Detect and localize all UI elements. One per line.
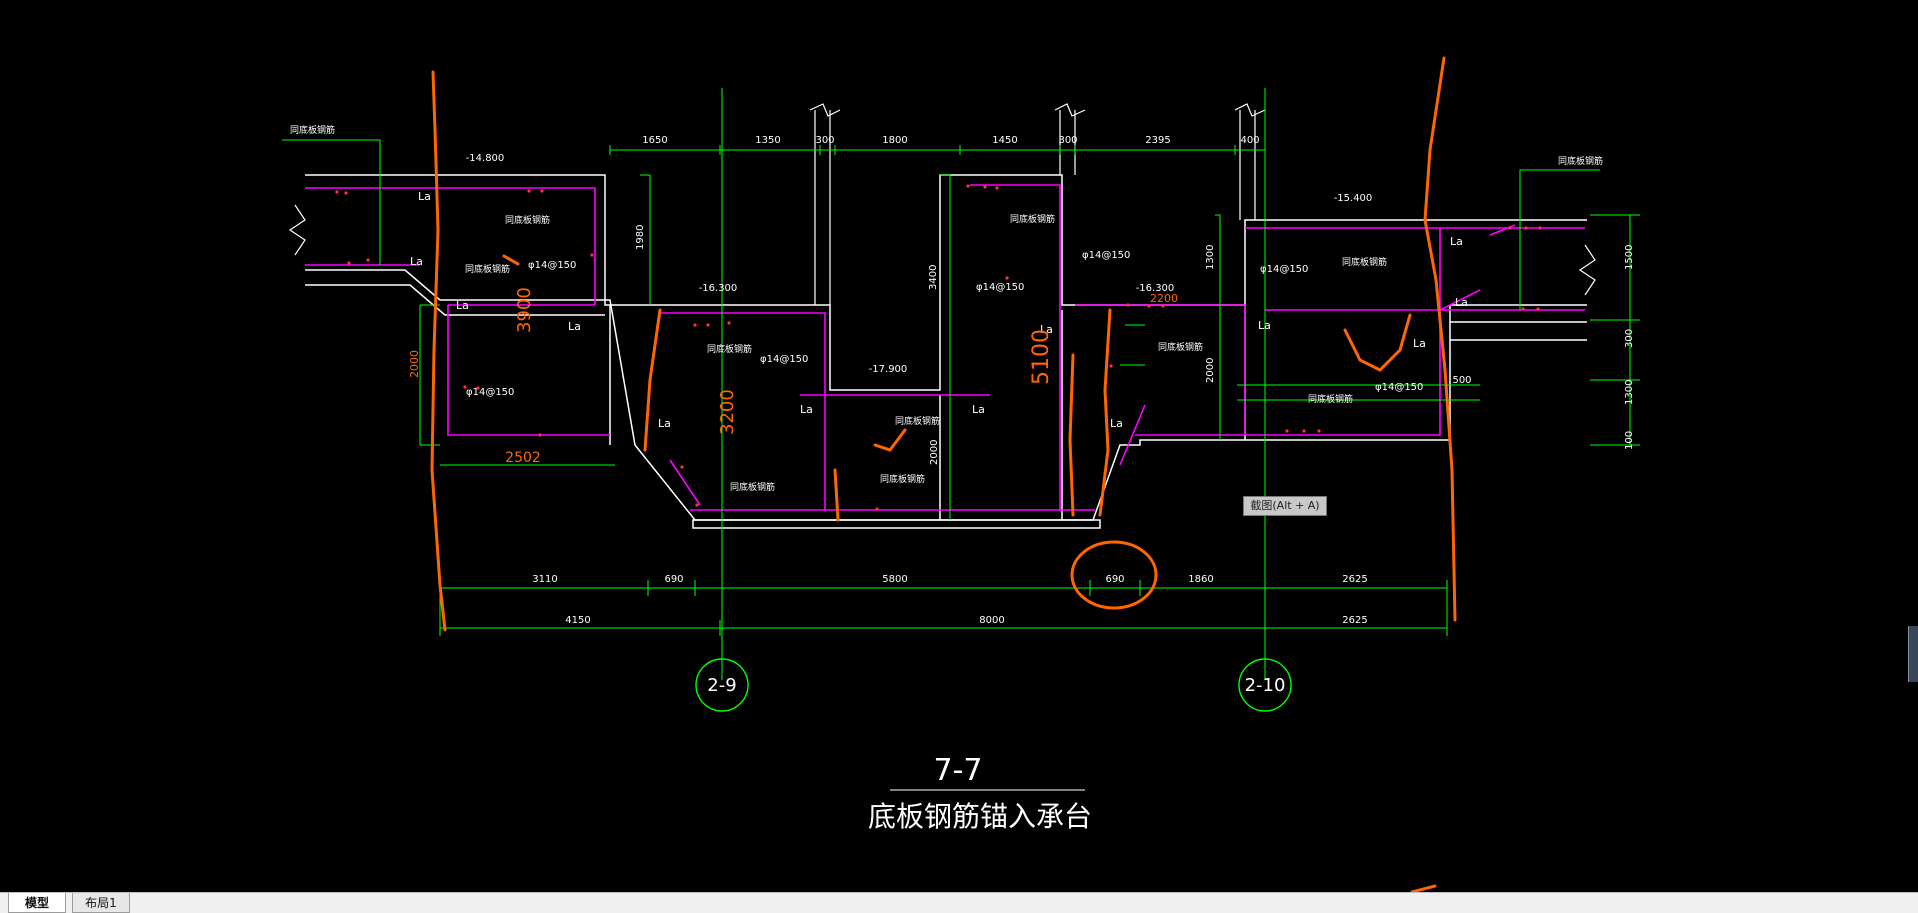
elevation-3: -17.900	[869, 364, 908, 375]
dim-top-1650: 1650	[642, 135, 667, 146]
section-title: 7-7	[934, 753, 983, 788]
rebar-note-8: 同底板钢筋	[1010, 213, 1055, 225]
grid-bubbles	[695, 658, 1292, 712]
height-1980: 1980	[635, 225, 646, 250]
section-subtitle: 底板钢筋锚入承台	[868, 800, 1092, 833]
rebar-spacing-5: φ14@150	[1082, 250, 1130, 261]
dim-bottom-3110: 3110	[532, 574, 557, 585]
dimension-lines	[282, 88, 1640, 680]
label-la-13: La	[1455, 296, 1468, 309]
dim-top-1450: 1450	[992, 135, 1017, 146]
rebar-spacing-6: φ14@150	[1260, 264, 1308, 275]
depth-3900: 3900	[514, 287, 535, 333]
dim-bottom-8000: 8000	[979, 615, 1004, 626]
dim-bottom-4150: 4150	[565, 615, 590, 626]
rebar-note-4: 同底板钢筋	[707, 343, 752, 355]
tab-model[interactable]: 模型	[8, 893, 66, 913]
label-la-10: La	[1258, 319, 1271, 332]
small-2200: 2200	[1150, 292, 1178, 305]
drawing-title: 7-7 底板钢筋锚入承台	[868, 753, 1092, 833]
grid-axis-2-9: 2-9	[707, 675, 736, 696]
rebar-spacing-3: φ14@150	[760, 354, 808, 365]
rebar-spacing-2: φ14@150	[466, 387, 514, 398]
right-1500: 1500	[1624, 245, 1635, 270]
label-la-1: La	[418, 190, 431, 203]
dim-bottom-2625-a: 2625	[1342, 574, 1367, 585]
layout-tab-bar: 模型 布局1	[0, 892, 1918, 913]
label-la-6: La	[800, 403, 813, 416]
rebar-note-1: 同底板钢筋	[290, 124, 335, 136]
dim-bottom-690-left: 690	[664, 574, 683, 585]
depth-5100: 5100	[1029, 329, 1054, 385]
label-la-2: La	[410, 255, 423, 268]
rebar-note-11: 同底板钢筋	[1308, 393, 1353, 405]
height-3400: 3400	[928, 265, 939, 290]
dim-bottom-1860: 1860	[1188, 574, 1213, 585]
elevation-4: -16.300	[1136, 283, 1175, 294]
height-2000-right: 2000	[1205, 358, 1216, 383]
label-la-5: La	[658, 417, 671, 430]
label-la-7: La	[972, 403, 985, 416]
cad-drawing-canvas[interactable]: 1650 1350 300 1800 1450 300 2395 400 311…	[0, 0, 1918, 892]
dim-bottom-690-right: 690	[1105, 574, 1124, 585]
rebar-note-9: 同底板钢筋	[1158, 341, 1203, 353]
markup-strokes	[430, 56, 1457, 892]
elevation-1: -14.800	[466, 153, 505, 164]
width-500: 500	[1452, 375, 1471, 386]
screenshot-tooltip: 截图(Alt + A)	[1243, 496, 1327, 516]
rebar-spacing-7: φ14@150	[1375, 382, 1423, 393]
rebar-note-12: 同底板钢筋	[1558, 155, 1603, 167]
height-2000-left: 2000	[408, 350, 421, 378]
side-panel-indicator[interactable]	[1908, 626, 1918, 682]
dim-bottom-5800: 5800	[882, 574, 907, 585]
rebar-note-2: 同底板钢筋	[505, 214, 550, 226]
label-la-9: La	[1110, 417, 1123, 430]
reference-points	[335, 184, 1542, 511]
elevation-2: -16.300	[699, 283, 738, 294]
right-100: 100	[1624, 431, 1635, 450]
grid-axis-2-10: 2-10	[1245, 675, 1286, 696]
dim-top-1800: 1800	[882, 135, 907, 146]
axis-bubble-labels: 2-9 2-10	[707, 675, 1285, 696]
label-la-12: La	[1450, 235, 1463, 248]
label-la-11: La	[1413, 337, 1426, 350]
elevation-5: -15.400	[1334, 193, 1373, 204]
right-300: 300	[1624, 329, 1635, 348]
rebar-note-7: 同底板钢筋	[895, 415, 940, 427]
height-2000-mid: 2000	[929, 440, 940, 465]
rebar-note-6: 同底板钢筋	[880, 473, 925, 485]
height-1300: 1300	[1205, 245, 1216, 270]
label-la-3: La	[456, 299, 469, 312]
label-la-4: La	[568, 320, 581, 333]
rebar-note-10: 同底板钢筋	[1342, 256, 1387, 268]
dim-top-1350: 1350	[755, 135, 780, 146]
rebar-lines	[305, 184, 1585, 511]
dim-bottom-2625-b: 2625	[1342, 615, 1367, 626]
tab-layout1[interactable]: 布局1	[72, 893, 130, 913]
right-1300: 1300	[1624, 380, 1635, 405]
dimension-texts: 1650 1350 300 1800 1450 300 2395 400 311…	[290, 124, 1635, 626]
width-2502: 2502	[505, 450, 541, 466]
dim-top-2395: 2395	[1145, 135, 1170, 146]
rebar-note-3: 同底板钢筋	[465, 263, 510, 275]
label-la-8: La	[1040, 323, 1053, 336]
dim-top-300-right: 300	[1058, 135, 1077, 146]
dim-top-400: 400	[1240, 135, 1259, 146]
rebar-note-5: 同底板钢筋	[730, 481, 775, 493]
rebar-spacing-4: φ14@150	[976, 282, 1024, 293]
rebar-spacing-1: φ14@150	[528, 260, 576, 271]
column-stubs	[288, 103, 1596, 305]
depth-3200: 3200	[717, 389, 738, 435]
dim-top-300-left: 300	[815, 135, 834, 146]
